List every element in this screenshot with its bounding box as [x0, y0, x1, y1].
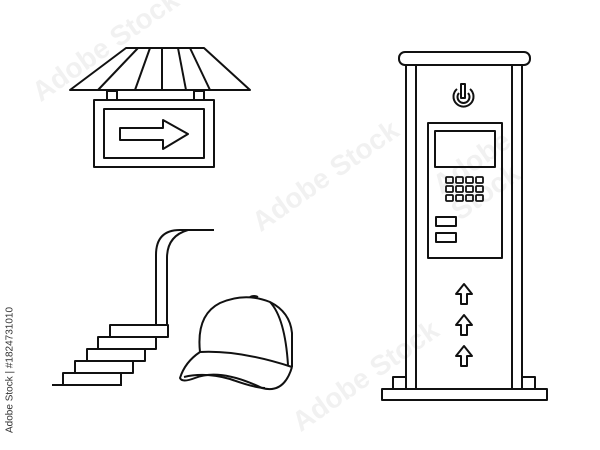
- stock-id-label: Adobe Stock | #1824731010: [4, 306, 16, 434]
- keypad: [445, 176, 484, 202]
